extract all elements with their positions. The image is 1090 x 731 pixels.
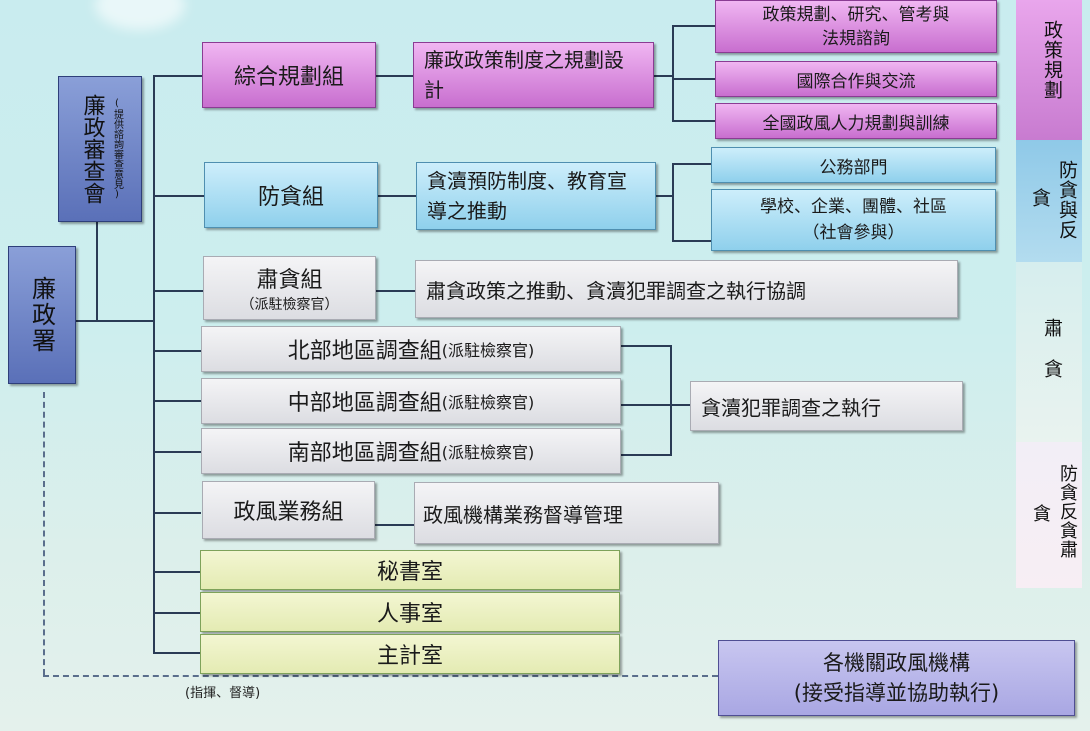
planning-label: 綜合規劃組 (233, 65, 344, 90)
connector (153, 652, 201, 654)
investigation-task-text: 貪瀆犯罪調查之執行 (701, 395, 881, 420)
ethics-task: 政風機構業務督導管理 (414, 482, 719, 544)
connector (153, 512, 201, 514)
side-combined: 防貪反貪肅 貪 (1016, 442, 1082, 588)
side-prevent-col1: 防貪與反 (1056, 160, 1078, 240)
side-punish-text: 肅貪 (1041, 318, 1063, 400)
anticorruption-label: 肅貪組 (256, 268, 323, 293)
prevention-division: 防貪組 (204, 162, 378, 228)
planning-sub-2: 國際合作與交流 (715, 61, 997, 97)
side-combined-col2: 貪 (1030, 504, 1051, 523)
connector (377, 195, 417, 197)
anticorruption-division: 肅貪組 （派駐檢察官） (203, 256, 376, 320)
central-note: (派駐檢察官) (441, 393, 535, 412)
north-label: 北部地區調查組 (287, 339, 442, 364)
connector (672, 240, 712, 242)
guidance-line (43, 675, 718, 677)
planning-sub-1-text: 政策規劃、研究、管考與法規諮詢 (762, 4, 950, 49)
connector (672, 163, 674, 241)
south-note: (派駐檢察官) (441, 443, 535, 462)
prevention-sub-1-text: 公務部門 (819, 157, 888, 178)
connector (655, 195, 673, 197)
connector (375, 75, 415, 77)
connector (670, 345, 672, 456)
prevention-sub-2-text: 學校、企業、團體、社區 （社會參與） (760, 197, 947, 243)
connector (672, 120, 716, 122)
committee-box: 廉政審查會 (提供諮詢審查意見) (58, 76, 142, 222)
ethics-label: 政風業務組 (233, 500, 344, 525)
connector (153, 400, 201, 402)
connector (153, 571, 201, 573)
side-policy-text: 政策規劃 (1041, 20, 1063, 100)
side-punish: 肅貪 (1016, 262, 1082, 442)
connector (672, 25, 674, 121)
central-label: 中部地區調查組 (287, 391, 442, 416)
planning-sub-2-text: 國際合作與交流 (796, 71, 916, 92)
agencies-box: 各機關政風機構 (接受指導並協助執行) (718, 640, 1075, 716)
prevention-sub-2: 學校、企業、團體、社區 （社會參與） (711, 189, 996, 251)
ethics-task-text: 政風機構業務督導管理 (423, 502, 623, 527)
agencies-line2: (接受指導並協助執行) (793, 681, 1000, 705)
personnel-label: 人事室 (376, 602, 443, 627)
root-box: 廉政署 (8, 246, 76, 384)
root-label: 廉政署 (27, 276, 56, 354)
planning-sub-3-text: 全國政風人力規劃與訓練 (762, 113, 950, 134)
anticorruption-task: 肅貪政策之推動、貪瀆犯罪調查之執行協調 (415, 260, 958, 318)
planning-sub-3: 全國政風人力規劃與訓練 (715, 103, 997, 139)
committee-label: 廉政審查會 (79, 94, 105, 204)
background-glow (95, 0, 185, 30)
connector (153, 75, 203, 77)
anticorruption-note: （派駐檢察官） (240, 297, 339, 313)
connector (375, 524, 415, 526)
secretariat-office: 秘書室 (200, 550, 620, 590)
central-investigation: 中部地區調查組 (派駐檢察官) (201, 378, 621, 424)
prevention-task-text: 貪瀆預防制度、教育宣導之推動 (427, 169, 627, 223)
connector (672, 163, 712, 165)
connector (653, 75, 673, 77)
connector (153, 612, 201, 614)
committee-note: (提供諮詢審查意見) (111, 98, 123, 200)
side-prevent-col2: 貪 (1029, 188, 1051, 208)
connector (76, 320, 154, 322)
connector (621, 454, 671, 456)
secretariat-label: 秘書室 (376, 560, 443, 585)
connector (621, 404, 691, 406)
south-label: 南部地區調查組 (287, 441, 442, 466)
agencies-line1: 各機關政風機構 (823, 651, 970, 675)
personnel-office: 人事室 (200, 592, 620, 632)
anticorruption-task-text: 肅貪政策之推動、貪瀆犯罪調查之執行協調 (426, 278, 806, 303)
south-investigation: 南部地區調查組 (派駐檢察官) (201, 428, 621, 474)
connector (153, 195, 205, 197)
north-investigation: 北部地區調查組 (派駐檢察官) (201, 326, 621, 372)
connector (672, 25, 716, 27)
connector (153, 75, 155, 653)
planning-task: 廉政政策制度之規劃設計 (413, 42, 654, 108)
guidance-line (43, 392, 45, 675)
accounting-office: 主計室 (200, 634, 620, 674)
side-prevent: 防貪與反 貪 (1016, 140, 1082, 262)
side-combined-col1: 防貪反貪肅 (1057, 464, 1078, 559)
accounting-label: 主計室 (376, 644, 443, 669)
side-policy: 政策規劃 (1016, 0, 1082, 140)
prevention-label: 防貪組 (257, 185, 324, 210)
planning-sub-1: 政策規劃、研究、管考與法規諮詢 (715, 0, 997, 53)
connector (153, 290, 203, 292)
investigation-task: 貪瀆犯罪調查之執行 (690, 381, 963, 431)
prevention-task: 貪瀆預防制度、教育宣導之推動 (416, 162, 656, 230)
connector (153, 451, 201, 453)
planning-division: 綜合規劃組 (202, 42, 376, 108)
connector (375, 290, 415, 292)
connector (621, 345, 671, 347)
planning-task-text: 廉政政策制度之規劃設計 (424, 48, 624, 102)
guidance-label: (指揮、督導) (185, 686, 261, 701)
connector (153, 350, 201, 352)
connector (96, 222, 98, 322)
north-note: (派駐檢察官) (441, 341, 535, 360)
prevention-sub-1: 公務部門 (711, 147, 996, 183)
ethics-division: 政風業務組 (202, 481, 375, 539)
connector (672, 78, 716, 80)
